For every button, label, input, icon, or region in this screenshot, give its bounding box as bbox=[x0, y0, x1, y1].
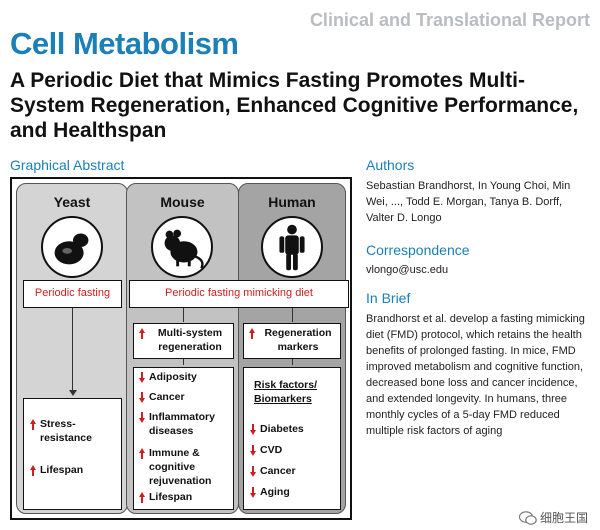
wechat-icon bbox=[518, 510, 537, 525]
yeast-result-stress: Stress-resistance bbox=[40, 418, 92, 444]
column-mouse: Mouse Periodic fasting mimicking diet Mu… bbox=[126, 183, 349, 514]
mouse-result-cancer: Cancer bbox=[149, 391, 185, 403]
correspondence-email-link[interactable]: vlongo@usc.edu bbox=[366, 264, 449, 276]
graphical-abstract: Yeast Periodic fasting Stress-resistance… bbox=[10, 177, 352, 520]
watermark: 细胞王国 bbox=[518, 509, 588, 526]
human-result-diabetes: Diabetes bbox=[260, 423, 304, 435]
up-arrow-icon bbox=[139, 328, 145, 341]
column-human: Human Regeneration markers Risk factors/… bbox=[238, 183, 346, 514]
column-title-mouse: Mouse bbox=[160, 194, 205, 210]
human-connector-2 bbox=[292, 359, 293, 365]
human-connector-1 bbox=[292, 308, 293, 322]
journal-name: Cell Metabolism bbox=[10, 26, 239, 61]
yeast-arrowhead bbox=[68, 390, 77, 396]
watermark-text: 细胞王国 bbox=[539, 511, 588, 525]
column-title-yeast: Yeast bbox=[53, 194, 91, 210]
graphical-abstract-label: Graphical Abstract bbox=[10, 157, 125, 173]
mouse-result-immune: Immune & cognitive rejuvenation bbox=[149, 447, 212, 487]
periodic-fasting-box: Periodic fasting bbox=[23, 280, 122, 308]
authors-list: Sebastian Brandhorst, In Young Choi, Min… bbox=[366, 180, 571, 224]
human-regeneration-label: Regeneration markers bbox=[264, 327, 332, 353]
mouse-icon bbox=[151, 216, 213, 278]
human-results-box: Risk factors/ Biomarkers Diabetes CVD Ca… bbox=[243, 367, 341, 510]
down-arrow-icon bbox=[250, 487, 256, 498]
human-result-aging: Aging bbox=[260, 486, 290, 498]
article-title: A Periodic Diet that Mimics Fasting Prom… bbox=[10, 69, 579, 142]
in-brief-text: Brandhorst et al. develop a fasting mimi… bbox=[366, 313, 585, 437]
mouse-connector-2 bbox=[183, 359, 184, 365]
report-type: Clinical and Translational Report bbox=[309, 10, 590, 30]
up-arrow-icon bbox=[139, 448, 145, 461]
mouse-result-lifespan: Lifespan bbox=[149, 491, 193, 503]
up-arrow-icon bbox=[249, 328, 255, 341]
down-arrow-icon bbox=[250, 466, 256, 477]
correspondence-label: Correspondence bbox=[366, 242, 470, 258]
human-regeneration-box: Regeneration markers bbox=[243, 323, 341, 359]
human-result-cvd: CVD bbox=[260, 444, 283, 456]
fasting-mimicking-diet-box: Periodic fasting mimicking diet bbox=[129, 280, 349, 308]
yeast-results-box: Stress-resistance Lifespan bbox=[23, 398, 122, 510]
down-arrow-icon bbox=[250, 445, 256, 456]
column-title-human: Human bbox=[268, 194, 316, 210]
mouse-result-adiposity: Adiposity bbox=[149, 371, 197, 383]
mouse-regeneration-label: Multi-system regeneration bbox=[157, 327, 223, 353]
authors-label: Authors bbox=[366, 157, 415, 173]
mouse-regeneration-box: Multi-system regeneration bbox=[133, 323, 234, 359]
yeast-connector bbox=[72, 308, 73, 390]
human-result-cancer: Cancer bbox=[260, 465, 296, 477]
human-icon bbox=[261, 216, 323, 278]
mouse-result-inflammatory: Inflammatory diseases bbox=[149, 411, 215, 437]
up-arrow-icon bbox=[139, 492, 145, 505]
up-arrow-icon bbox=[30, 419, 36, 432]
down-arrow-icon bbox=[139, 372, 145, 383]
up-arrow-icon bbox=[30, 465, 36, 478]
yeast-result-lifespan: Lifespan bbox=[40, 464, 84, 476]
down-arrow-icon bbox=[139, 412, 145, 423]
mouse-connector-1 bbox=[183, 308, 184, 322]
yeast-icon bbox=[41, 216, 103, 278]
down-arrow-icon bbox=[139, 392, 145, 403]
down-arrow-icon bbox=[250, 424, 256, 435]
in-brief-label: In Brief bbox=[366, 290, 411, 306]
column-yeast: Yeast Periodic fasting Stress-resistance… bbox=[16, 183, 128, 514]
mouse-results-box: Adiposity Cancer Inflammatory diseases I… bbox=[133, 367, 234, 510]
risk-factors-header: Risk factors/ Biomarkers bbox=[254, 379, 318, 405]
